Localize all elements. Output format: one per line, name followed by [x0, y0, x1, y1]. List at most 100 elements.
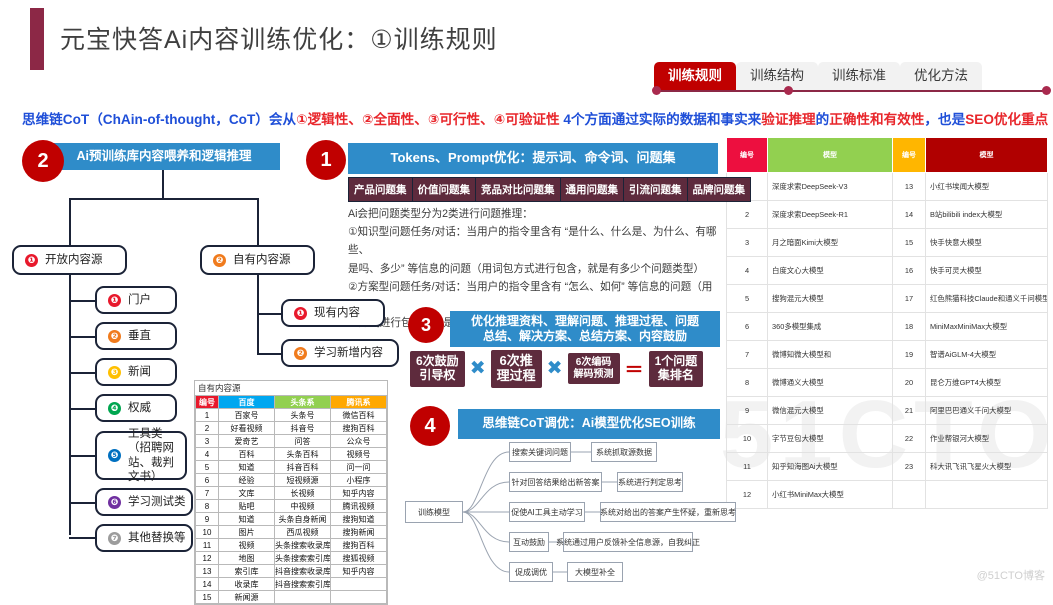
tree-link	[69, 537, 95, 539]
formula-line: 解码预测	[573, 368, 614, 380]
table-cell: 西瓜视频	[274, 525, 331, 539]
tree-link	[69, 408, 95, 410]
table-cell: 知道	[218, 512, 275, 526]
node-vertical[interactable]: ❷ 垂直	[95, 322, 177, 350]
model-name-cell: 作业帮银河大模型	[925, 424, 1048, 453]
tab-training-rules[interactable]: 训练规则	[654, 62, 736, 90]
node-own-content-source[interactable]: ❷ 自有内容源	[200, 245, 315, 275]
tree-banner: Ai预训练库内容喂养和逻辑推理	[48, 143, 280, 170]
model-th-no-1: 编号	[726, 137, 768, 173]
node-learning-test[interactable]: ❻ 学习测试类	[95, 488, 193, 516]
formula-line: 集排名	[657, 367, 694, 382]
tree-link	[69, 275, 71, 535]
model-name-cell: 智谱AiGLM-4大模型	[925, 340, 1048, 369]
chip-competitor-questions[interactable]: 竞品对比问题集	[475, 177, 560, 202]
page-title: 元宝快答Ai内容训练优化：①训练规则	[60, 26, 498, 54]
table-cell: 好看视频	[218, 421, 275, 435]
model-no-cell: 2	[726, 200, 768, 229]
tree-link	[162, 170, 164, 198]
mind-map-leaf-3: 系统对给出的答案产生怀疑，重新思考	[600, 502, 736, 522]
table-cell: 13	[195, 564, 219, 578]
chip-traffic-questions[interactable]: 引流问题集	[623, 177, 687, 202]
node-news[interactable]: ❸ 新闻	[95, 358, 177, 386]
table-cell: 头条搜索索引库	[274, 551, 331, 565]
bullet-icon: ❶	[25, 253, 38, 267]
node-portal[interactable]: ❶ 门户	[95, 286, 177, 314]
chip-product-questions[interactable]: 产品问题集	[348, 177, 412, 202]
model-no-cell: 7	[726, 340, 768, 369]
node-authority[interactable]: ❹ 权威	[95, 394, 177, 422]
model-table-body: 1深度求索DeepSeek-V313小红书埃闻大模型2深度求索DeepSeek-…	[726, 172, 1048, 509]
mind-map-leaf-5: 大模型补全	[567, 562, 623, 582]
table-cell: 知乎内容	[330, 564, 387, 578]
table-cell: 3	[195, 434, 219, 448]
model-name-cell: B站bilibili index大模型	[925, 200, 1048, 229]
node-existing-content[interactable]: ❶ 现有内容	[281, 299, 385, 327]
node-label: 现有内容	[314, 306, 360, 319]
model-name-cell: 知乎知海图Ai大模型	[767, 452, 893, 481]
model-name-cell: 深度求索DeepSeek-R1	[767, 200, 893, 229]
mind-map-mid-1: 搜索关键词问题	[509, 442, 571, 462]
table-cell: 腾讯视频	[330, 499, 387, 513]
table-cell: 抖音号	[274, 421, 331, 435]
bullet-icon: ❷	[108, 329, 121, 343]
tree-link	[257, 353, 281, 355]
table-cell: 搜狗百科	[330, 538, 387, 552]
model-name-cell: 白度文心大模型	[767, 256, 893, 285]
model-no-cell: 14	[892, 200, 926, 229]
chip-value-questions[interactable]: 价值问题集	[411, 177, 475, 202]
formula-line: 理过程	[496, 367, 536, 383]
model-no-cell: 9	[726, 396, 768, 425]
subtitle-part-3: 4个方面通过实际的数据和事实来	[559, 112, 762, 127]
tab-optimization-method[interactable]: 优化方法	[900, 62, 982, 90]
subtitle-part-2: ①逻辑性、②全面性、③可行性、④可验证性	[296, 112, 560, 127]
tree-link	[69, 198, 71, 246]
bullet-icon: ❼	[108, 531, 121, 545]
model-no-cell: 16	[892, 256, 926, 285]
node-new-learned-content[interactable]: ❷ 学习新增内容	[281, 339, 399, 367]
table-cell	[330, 590, 387, 604]
node-label: 工具类（招聘网站、裁判文书）	[128, 427, 174, 483]
formula-box-reasoning: 6次推 理过程	[490, 350, 542, 388]
node-tools[interactable]: ❺ 工具类（招聘网站、裁判文书）	[95, 428, 187, 483]
mini-table-caption: 自有内容源	[195, 381, 387, 395]
formula-line: 6次鼓励	[416, 354, 459, 369]
step-badge-2: 2	[22, 140, 64, 182]
node-others[interactable]: ❼ 其他替换等	[95, 524, 193, 552]
table-cell: 文库	[218, 486, 275, 500]
subtitle-part-7: ，也是	[924, 112, 966, 127]
table-cell: 问答	[274, 434, 331, 448]
table-cell: 头条号	[274, 408, 331, 422]
table-cell: 2	[195, 421, 219, 435]
tab-bar: 训练规则 训练结构 训练标准 优化方法	[654, 62, 982, 90]
tab-training-structure[interactable]: 训练结构	[736, 62, 818, 90]
subtitle-part-4: 验证推理	[761, 112, 816, 127]
bullet-icon: ❻	[108, 495, 121, 509]
table-cell: 头条搜索收录库	[274, 538, 331, 552]
model-name-cell: MiniMaxMiniMax大模型	[925, 312, 1048, 341]
mind-map-root: 训练模型	[405, 501, 463, 523]
chip-brand-questions[interactable]: 品牌问题集	[686, 177, 751, 202]
tab-dot-start	[652, 86, 661, 95]
tab-training-standard[interactable]: 训练标准	[818, 62, 900, 90]
formula-line: 6次编码	[575, 357, 612, 369]
chip-general-questions[interactable]: 通用问题集	[559, 177, 623, 202]
model-name-cell: 深度求索DeepSeek-V3	[767, 172, 893, 201]
mind-map-mid-3: 促使AI工具主动学习	[509, 502, 585, 522]
model-name-cell: 小红书MiniMax大模型	[767, 480, 893, 509]
tree-link	[257, 275, 259, 355]
mind-map-leaf-4: 系统通过用户反馈补全信息源，自我纠正	[556, 532, 700, 552]
model-no-cell: 4	[726, 256, 768, 285]
model-name-cell: 微博通义大模型	[767, 368, 893, 397]
node-open-content-source[interactable]: ❶ 开放内容源	[12, 245, 127, 275]
